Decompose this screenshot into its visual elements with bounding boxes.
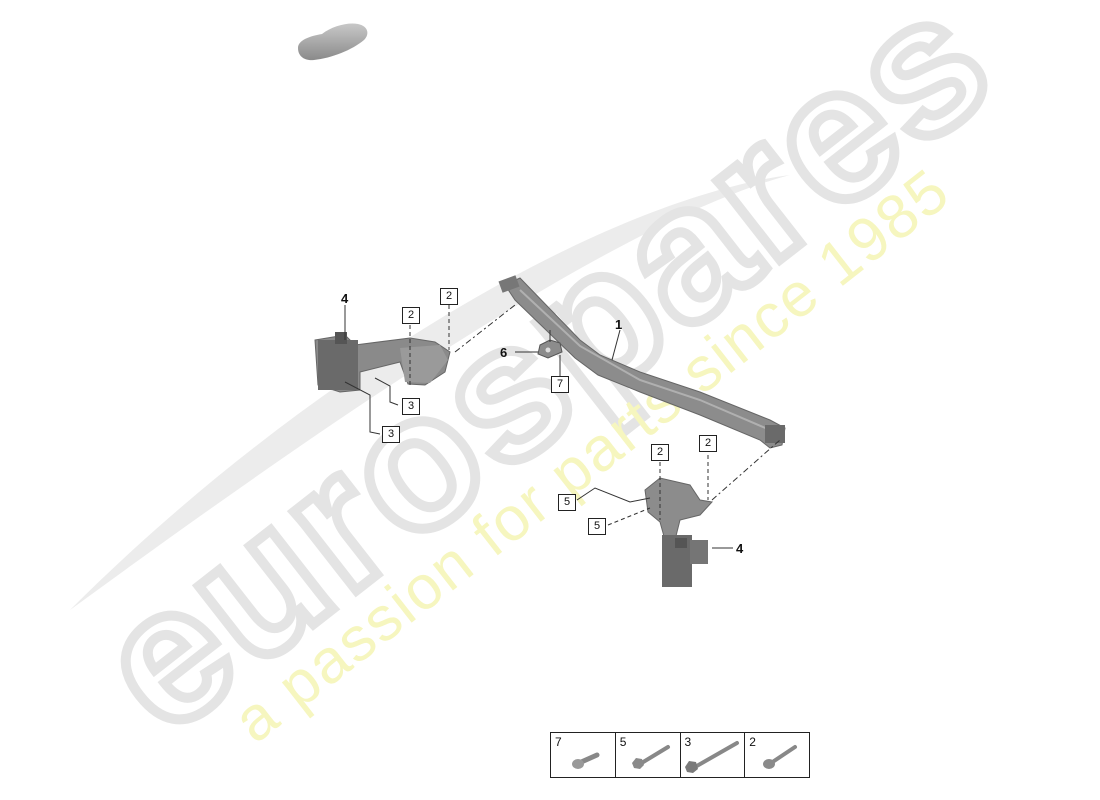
hex-bolt-icon xyxy=(631,745,670,769)
callout-3[interactable]: 3 xyxy=(402,398,420,415)
legend-cell-2[interactable]: 2 xyxy=(745,733,809,777)
callout-4-right[interactable]: 4 xyxy=(736,541,744,556)
legend-label: 5 xyxy=(619,735,627,749)
legend-cell-5[interactable]: 5 xyxy=(616,733,681,777)
legend-label: 7 xyxy=(555,735,562,749)
long-hex-bolt-icon xyxy=(684,741,739,773)
callout-2[interactable]: 2 xyxy=(699,435,717,452)
callout-2[interactable]: 2 xyxy=(402,307,420,324)
callout-2[interactable]: 2 xyxy=(440,288,458,305)
callout-5[interactable]: 5 xyxy=(588,518,606,535)
legend-cell-7[interactable]: 7 xyxy=(551,733,616,777)
cross-member-part-1[interactable] xyxy=(498,275,786,449)
callout-6[interactable]: 6 xyxy=(500,345,508,360)
callout-5[interactable]: 5 xyxy=(558,494,576,511)
bracket-left-part-4[interactable] xyxy=(314,332,451,393)
callout-2[interactable]: 2 xyxy=(651,444,669,461)
legend-label: 3 xyxy=(684,735,692,749)
flange-bolt-icon xyxy=(763,745,798,769)
legend-cell-3[interactable]: 3 xyxy=(681,733,746,777)
car-silhouette-icon xyxy=(298,23,368,61)
callout-7[interactable]: 7 xyxy=(551,376,569,393)
callout-1[interactable]: 1 xyxy=(615,317,623,332)
callout-3[interactable]: 3 xyxy=(382,426,400,443)
legend-label: 2 xyxy=(749,735,756,749)
leader-lines xyxy=(344,304,781,549)
bracket-right-part-4[interactable] xyxy=(644,477,713,587)
callout-4-left[interactable]: 4 xyxy=(341,291,349,306)
short-screw-icon xyxy=(572,752,600,769)
fastener-legend: 7 5 3 2 xyxy=(550,732,810,778)
clip-plate-part-6[interactable] xyxy=(537,339,563,359)
